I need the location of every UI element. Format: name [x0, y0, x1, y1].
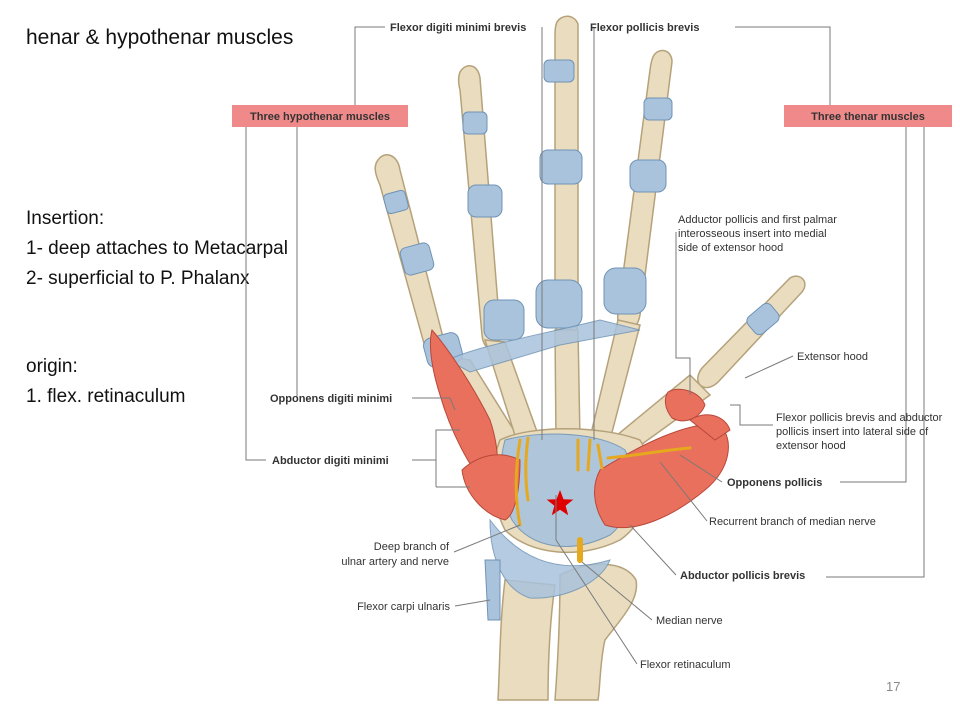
label-opponens-digiti-minimi: Opponens digiti minimi	[270, 393, 392, 405]
label-adductor-note-2: interosseous insert into medial	[678, 228, 827, 240]
label-deep-branch-2: ulnar artery and nerve	[341, 556, 449, 568]
label-fpb-note-3: extensor hood	[776, 440, 846, 452]
label-fpb-note-2: pollicis insert into lateral side of	[776, 426, 929, 438]
thenar-group-label: Three thenar muscles	[811, 111, 925, 123]
hypothenar-group-label: Three hypothenar muscles	[250, 111, 390, 123]
page-number: 17	[886, 679, 900, 694]
label-fpb-note-1: Flexor pollicis brevis and abductor	[776, 412, 943, 424]
label-flexor-pollicis-brevis: Flexor pollicis brevis	[590, 22, 699, 34]
label-recurrent-branch: Recurrent branch of median nerve	[709, 516, 876, 528]
label-median-nerve: Median nerve	[656, 615, 723, 627]
label-abductor-pollicis-brevis: Abductor pollicis brevis	[680, 570, 805, 582]
label-adductor-note-3: side of extensor hood	[678, 242, 783, 254]
label-abductor-digiti-minimi: Abductor digiti minimi	[272, 455, 389, 467]
label-flexor-digiti-minimi-brevis: Flexor digiti minimi brevis	[390, 22, 526, 34]
label-flexor-carpi-ulnaris: Flexor carpi ulnaris	[357, 601, 450, 613]
label-opponens-pollicis: Opponens pollicis	[727, 477, 822, 489]
label-extensor-hood: Extensor hood	[797, 351, 868, 363]
label-deep-branch-1: Deep branch of	[374, 541, 450, 553]
label-flexor-retinaculum: Flexor retinaculum	[640, 659, 730, 671]
label-adductor-note-1: Adductor pollicis and first palmar	[678, 214, 837, 226]
